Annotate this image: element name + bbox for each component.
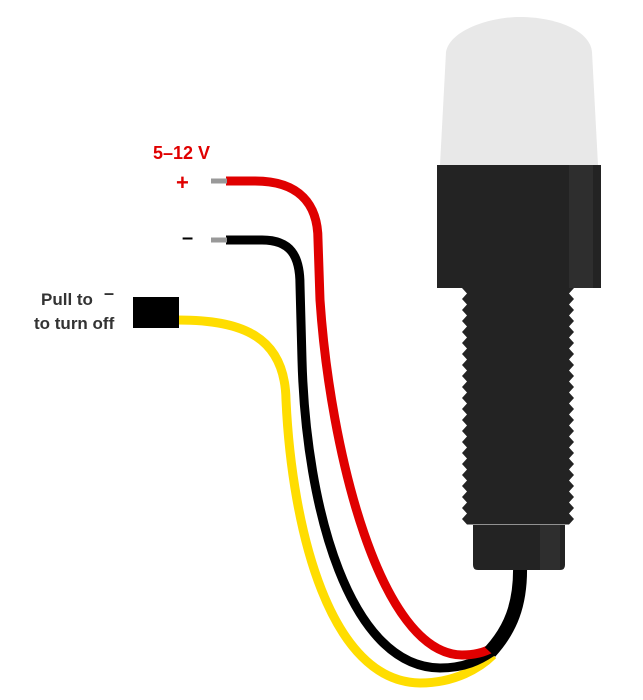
red-wire <box>226 176 495 660</box>
nut-highlight <box>569 165 593 288</box>
sensor-cap <box>440 17 598 165</box>
pull-label-line1: Pull to <box>41 290 93 309</box>
red-wire-tip <box>211 178 227 184</box>
minus-label: – <box>182 227 194 249</box>
sensor-thread <box>462 288 574 525</box>
pull-minus-label: – <box>104 283 115 303</box>
voltage-label: 5–12 V <box>153 143 211 163</box>
pull-label-line2: to turn off <box>34 314 115 333</box>
plus-label: + <box>176 170 189 195</box>
yellow-wire <box>177 315 497 688</box>
black-wire-tip <box>211 237 227 243</box>
yellow-wire-connector <box>133 297 179 328</box>
sensor-cable <box>484 564 528 657</box>
black-wire <box>226 235 495 673</box>
collar-highlight <box>540 525 560 570</box>
